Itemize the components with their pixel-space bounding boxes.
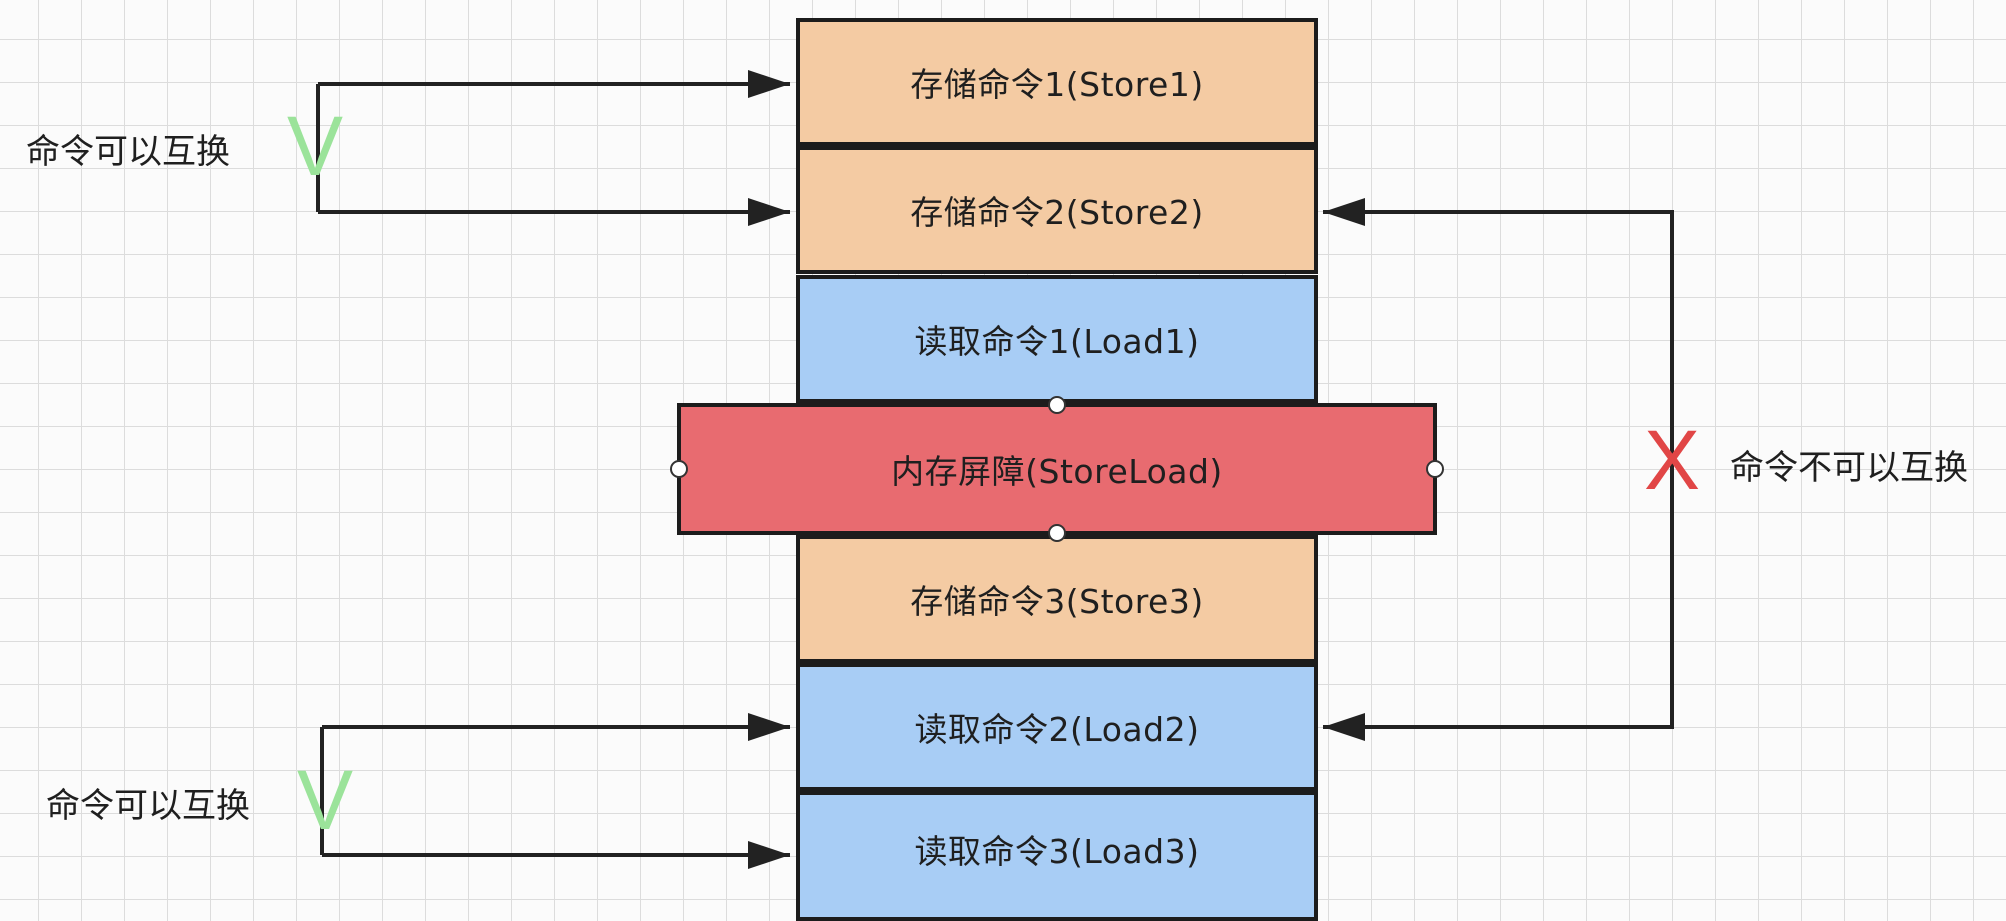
swap-allowed-note-bottom: 命令可以互换 [46,786,250,826]
arrowhead-store2-left [748,198,790,226]
load2-label: 读取命令2(Load2) [914,710,1200,749]
load3-label: 读取命令3(Load3) [914,832,1200,871]
arrowhead-store1 [748,70,790,98]
store1-block[interactable]: 存储命令1(Store1) [796,18,1318,146]
noswap-bracket [1323,210,1674,729]
store3-block[interactable]: 存储命令3(Store3) [796,535,1318,663]
load1-label: 读取命令1(Load1) [914,322,1200,361]
arrowhead-store2-right [1323,198,1365,226]
memory-barrier-block[interactable]: 内存屏障(StoreLoad) [677,403,1437,535]
resize-handle-right[interactable] [1426,460,1444,478]
store2-block[interactable]: 存储命令2(Store2) [796,146,1318,274]
resize-handle-bottom[interactable] [1048,524,1066,542]
arrowhead-load2-right [1323,713,1365,741]
check-mark-bottom: V [297,753,354,847]
arrowhead-load2-left [748,713,790,741]
memory-barrier-label: 内存屏障(StoreLoad) [891,452,1223,491]
store3-label: 存储命令3(Store3) [910,582,1204,621]
load1-block[interactable]: 读取命令1(Load1) [796,275,1318,403]
store1-label: 存储命令1(Store1) [910,65,1204,104]
cross-mark: X [1644,413,1701,507]
resize-handle-left[interactable] [670,460,688,478]
arrowhead-load3 [748,841,790,869]
load2-block[interactable]: 读取命令2(Load2) [796,663,1318,791]
resize-handle-top[interactable] [1048,396,1066,414]
store2-label: 存储命令2(Store2) [910,193,1204,232]
check-mark-top: V [287,99,344,193]
swap-forbidden-note: 命令不可以互换 [1730,448,1968,488]
swap-allowed-note-top: 命令可以互换 [26,132,230,172]
load3-block[interactable]: 读取命令3(Load3) [796,791,1318,921]
